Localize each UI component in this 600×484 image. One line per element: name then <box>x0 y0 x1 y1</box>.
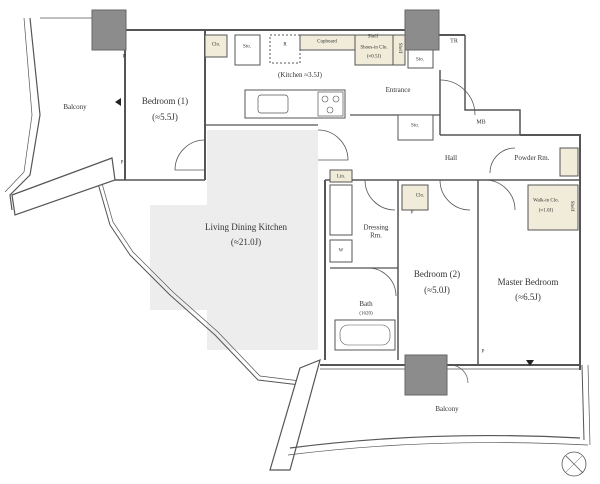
bath-size: (1620) <box>359 311 373 317</box>
dressing-counter <box>329 184 353 236</box>
bathtub-inner <box>339 324 391 346</box>
balcony-bottom-east-edge <box>581 364 585 441</box>
ldk-label: Living Dining Kitchen <box>205 222 287 233</box>
burner-2 <box>332 95 340 103</box>
door-master <box>484 179 516 211</box>
clo2-label: Clo. <box>415 193 425 199</box>
outer-wall-east <box>520 134 581 370</box>
balcony-bottom-access-arrow <box>526 360 534 366</box>
powder-sink <box>559 147 579 177</box>
washer-label: W <box>338 248 344 254</box>
kitchen-label: (Kitchen ≈3.5J) <box>278 71 322 80</box>
compass <box>561 451 587 477</box>
washer <box>329 239 353 263</box>
door-entrance <box>439 79 476 116</box>
pipe-space-4: P <box>481 349 485 355</box>
door-powder <box>489 147 516 174</box>
clo1-label: Clo. <box>211 42 221 48</box>
mb-label: MB <box>476 119 486 126</box>
wall-mb <box>440 35 521 136</box>
sto1-label: Sto. <box>243 44 251 50</box>
shelf1-label: Shelf <box>367 34 379 40</box>
pipe-space-1: P <box>122 54 126 60</box>
closet-sto3 <box>397 114 434 141</box>
bedroom2-label: Bedroom (2) <box>413 269 461 280</box>
shoes-in-closet-area: (≈0.5J) <box>366 54 382 60</box>
powder-room-label: Powder Rm. <box>514 154 550 163</box>
hall-label: Hall <box>444 154 458 163</box>
bath-label: Bath <box>359 300 373 309</box>
fridge-label: R <box>283 42 287 48</box>
cupboard-label: Cupboard <box>317 39 337 45</box>
walk-in-closet <box>527 184 579 231</box>
burner-1 <box>321 95 329 103</box>
shelf2-label: Shelf <box>396 42 402 54</box>
compass-cross <box>565 455 583 473</box>
balcony-left-label: Balcony <box>63 103 87 112</box>
balcony-bottom-wedge <box>269 358 321 471</box>
ldk-floor-shading <box>150 130 318 350</box>
balcony-bottom-railing-outer <box>287 442 589 456</box>
burner-3 <box>326 106 334 114</box>
sto2-label: Sto. <box>416 57 424 63</box>
bedroom2-area: (≈5.0J) <box>424 285 450 296</box>
door-bedroom2 <box>439 179 471 211</box>
linen-closet-label: Lin. <box>336 174 346 180</box>
fridge <box>269 34 301 64</box>
pipe-space-2: P <box>120 160 124 166</box>
door-dressing <box>364 179 396 211</box>
balcony-left-railing <box>9 17 41 211</box>
bedroom1-label: Bedroom (1) <box>141 96 189 107</box>
closet-clo1 <box>204 34 228 58</box>
door-bath <box>367 267 397 297</box>
window-diagonal <box>96 179 301 386</box>
dressing-room-label: Dressing Rm. <box>363 223 389 239</box>
door-balcony-bedroom2 <box>449 364 469 384</box>
door-bedroom1 <box>174 139 206 171</box>
entrance-label: Entrance <box>385 86 411 95</box>
balcony-bottom-east-edge2 <box>587 364 591 446</box>
bedroom1-area: (≈5.5J) <box>152 112 178 123</box>
balcony-left-railing-outer <box>4 17 33 193</box>
pipe-space-3: P <box>410 210 414 216</box>
window-diagonal-inner <box>100 179 301 382</box>
shelf3-label: Shelf <box>568 200 574 212</box>
balcony-bottom-label: Balcony <box>435 405 459 414</box>
balcony-left-wedge <box>11 157 116 216</box>
kitchen-sink <box>257 94 289 114</box>
sto3-label: Sto. <box>411 123 419 129</box>
shoes-in-closet-label: Shoes-in Clo. <box>360 45 388 51</box>
cooktop <box>317 91 344 117</box>
closet-clo2 <box>401 184 429 211</box>
walk-in-closet-label: Walk-in Clo. <box>533 198 559 204</box>
ldk-area: (≈21.0J) <box>230 237 262 248</box>
door-ldk-entry <box>317 129 349 161</box>
master-bedroom-label: Master Bedroom <box>497 277 559 288</box>
column-1 <box>91 9 127 51</box>
compass-needle <box>565 455 584 474</box>
column-2 <box>404 9 440 51</box>
tr-label: TR <box>450 38 458 45</box>
walk-in-closet-area: (≈1.0J) <box>538 208 554 214</box>
master-bedroom-area: (≈6.5J) <box>515 292 541 303</box>
balcony-left-access-arrow <box>115 98 121 106</box>
closet-sto1 <box>234 34 261 66</box>
column-3 <box>404 354 448 396</box>
linen-closet <box>329 169 353 183</box>
balcony-bottom-railing <box>289 434 581 449</box>
